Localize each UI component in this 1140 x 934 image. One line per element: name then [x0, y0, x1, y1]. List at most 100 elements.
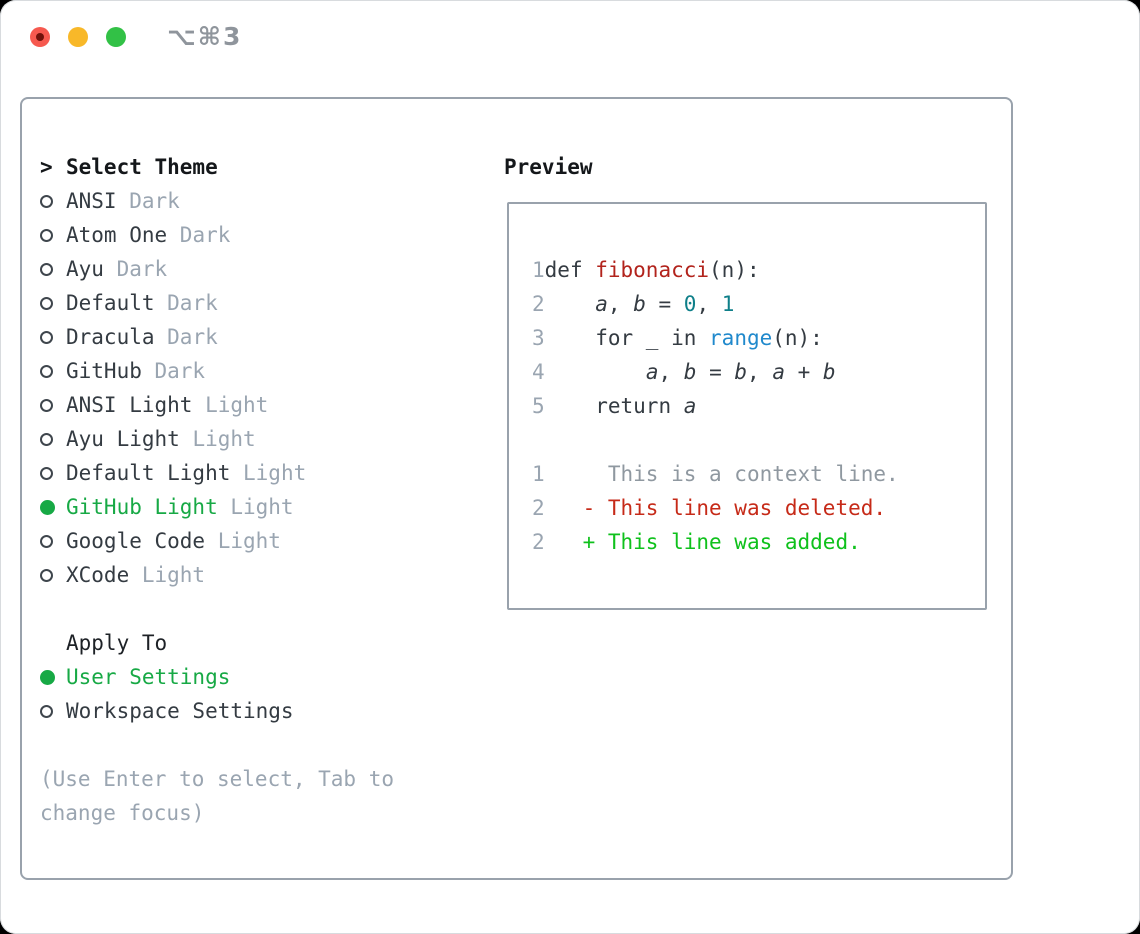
line-number: 1 [532, 462, 545, 486]
theme-item[interactable]: ANSI Dark [40, 184, 480, 218]
code-segment: a [645, 360, 659, 384]
radio-icon [40, 194, 53, 208]
item-variant: Light [179, 427, 256, 451]
picker-header: > Select Theme [40, 150, 480, 184]
code-segment: b [822, 360, 836, 384]
item-variant: Light [230, 461, 307, 485]
code-segment: - This line was deleted. [544, 496, 887, 520]
code-segment [545, 360, 646, 384]
radio-icon [40, 534, 53, 548]
item-variant: Dark [116, 189, 180, 213]
radio-icon [40, 262, 53, 276]
item-label: ANSI [66, 189, 117, 213]
radio-icon [40, 330, 53, 344]
line-number: 5 [532, 394, 545, 418]
code-line: 2 - This line was deleted. [532, 491, 985, 525]
apply-option[interactable]: User Settings [40, 660, 480, 694]
code-segment: fibonacci [595, 258, 710, 282]
code-segment: b [683, 360, 697, 384]
radio-icon [40, 364, 53, 378]
code-line [532, 423, 985, 457]
item-variant: Light [217, 495, 294, 519]
theme-item[interactable]: Atom One Dark [40, 218, 480, 252]
close-button[interactable] [30, 27, 50, 47]
code-segment: + This line was added. [544, 530, 861, 554]
item-label: Default Light [66, 461, 231, 485]
code-line: 4 a, b = b, a + b [532, 355, 985, 389]
code-segment: b [734, 360, 748, 384]
item-label: Google Code [66, 529, 206, 553]
item-label: Workspace Settings [66, 699, 294, 723]
code-segment: , [607, 292, 634, 316]
preview-section: Preview 1 def fibonacci(n):2 a, b = 0, 1… [504, 150, 994, 610]
code-segment: a [683, 394, 697, 418]
apply-option[interactable]: Workspace Settings [40, 694, 480, 728]
code-segment: (n): [709, 258, 760, 282]
item-variant: Light [205, 529, 281, 553]
radio-selected-icon [40, 499, 55, 515]
item-variant: Light [192, 393, 269, 417]
code-line: 1 This is a context line. [532, 457, 985, 491]
window-title: ⌥⌘3 [167, 22, 243, 51]
code-segment: 0 [683, 292, 697, 316]
line-number: 2 [532, 496, 545, 520]
code-segment: , [696, 292, 722, 316]
code-segment: This is a context line. [544, 462, 899, 486]
theme-item[interactable]: GitHub Light Light [40, 490, 480, 524]
code-segment: 1 [721, 292, 735, 316]
spacer [40, 728, 480, 762]
titlebar: ⌥⌘3 [0, 0, 1140, 70]
theme-item[interactable]: Ayu Dark [40, 252, 480, 286]
code-segment [545, 292, 596, 316]
radio-icon [40, 704, 53, 718]
theme-item[interactable]: GitHub Dark [40, 354, 480, 388]
line-number: 2 [532, 292, 545, 316]
code-line: 2 a, b = 0, 1 [532, 287, 985, 321]
item-variant: Dark [154, 325, 218, 349]
code-line: 1 def fibonacci(n): [532, 253, 985, 287]
radio-selected-icon [40, 669, 55, 685]
code-segment: = [696, 360, 735, 384]
theme-item[interactable]: Dracula Dark [40, 320, 480, 354]
line-number: 1 [532, 258, 545, 282]
item-label: User Settings [66, 665, 231, 689]
code-segment: for _ in [544, 326, 710, 350]
item-label: Dracula [66, 325, 155, 349]
item-variant: Dark [154, 291, 218, 315]
code-segment: = [645, 292, 684, 316]
theme-item[interactable]: Default Dark [40, 286, 480, 320]
zoom-button[interactable] [106, 27, 126, 47]
theme-item[interactable]: Default Light Light [40, 456, 480, 490]
radio-icon [40, 568, 53, 582]
picker-title: Select Theme [66, 155, 218, 179]
radio-icon [40, 398, 53, 412]
line-number: 2 [532, 530, 545, 554]
item-label: GitHub [66, 359, 142, 383]
code-segment: return [544, 394, 684, 418]
item-label: ANSI Light [66, 393, 193, 417]
prompt-icon: > [40, 155, 53, 179]
theme-item[interactable]: Google Code Light [40, 524, 480, 558]
spacer [40, 592, 480, 626]
minimize-button[interactable] [68, 27, 88, 47]
theme-item[interactable]: ANSI Light Light [40, 388, 480, 422]
code-segment: (n): [772, 326, 823, 350]
apply-to-title: Apply To [66, 631, 168, 655]
keyboard-hint: (Use Enter to select, Tab to change focu… [40, 767, 395, 825]
code-line: 3 for _ in range(n): [532, 321, 985, 355]
theme-item[interactable]: Ayu Light Light [40, 422, 480, 456]
code-line: 5 return a [532, 389, 985, 423]
item-variant: Dark [167, 223, 231, 247]
theme-item[interactable]: XCode Light [40, 558, 480, 592]
code-segment: b [633, 292, 646, 316]
code-segment: , [747, 360, 773, 384]
radio-icon [40, 466, 53, 480]
item-label: Default [66, 291, 155, 315]
item-label: XCode [66, 563, 130, 587]
line-number: 4 [532, 360, 545, 384]
item-label: GitHub Light [66, 495, 218, 519]
